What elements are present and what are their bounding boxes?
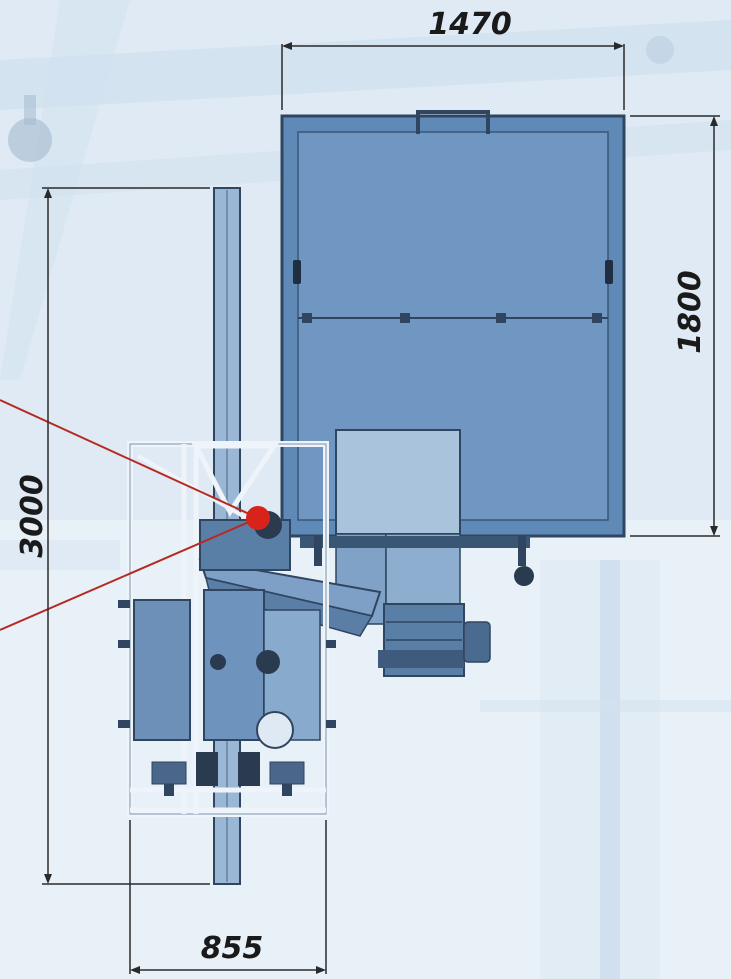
pointer-dot xyxy=(246,506,270,530)
hopper-bolt xyxy=(496,313,506,323)
machine-body xyxy=(118,511,336,796)
hopper-bolt xyxy=(592,313,602,323)
hopper-bolt xyxy=(302,313,312,323)
dimension-bottom-width: 855 xyxy=(201,931,264,966)
dimension-left-height: 3000 xyxy=(15,474,50,558)
pulley xyxy=(256,711,294,749)
dimension-lines xyxy=(42,42,720,974)
dimension-right-height: 1800 xyxy=(673,270,708,354)
gear xyxy=(210,654,226,670)
dimension-top-width: 1470 xyxy=(428,7,512,42)
hopper-latch xyxy=(605,260,613,284)
gear xyxy=(256,650,280,674)
motor xyxy=(463,621,491,663)
hopper-bolt xyxy=(400,313,410,323)
hopper-handle xyxy=(416,110,490,134)
hopper-latch xyxy=(293,260,301,284)
pointer-callout xyxy=(0,399,270,631)
support-frame xyxy=(300,536,534,586)
caster-wheel xyxy=(514,566,534,586)
feeder-unit xyxy=(335,429,491,677)
